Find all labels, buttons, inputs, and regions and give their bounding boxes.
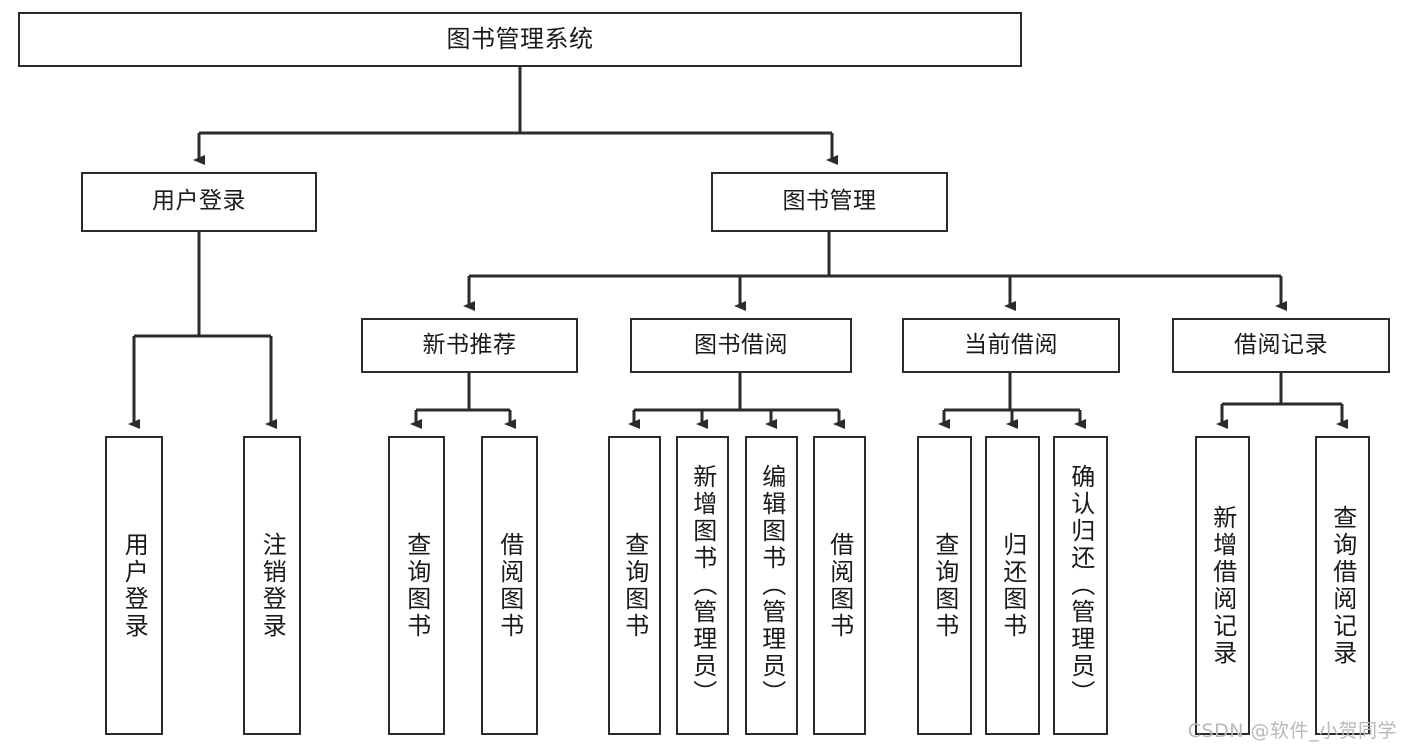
leaf-return-book[interactable]: 归还图书 [985, 436, 1040, 735]
node-book-manage[interactable]: 图书管理 [711, 172, 948, 232]
node-label: 查询图书 [402, 531, 431, 640]
node-user-login[interactable]: 用户登录 [81, 172, 317, 232]
leaf-borrow-book[interactable]: 借阅图书 [813, 436, 866, 735]
leaf-add-book-admin[interactable]: 新增图书（管理员） [676, 436, 729, 735]
node-label: 查询借阅记录 [1328, 504, 1357, 667]
leaf-borrow-book-recommend[interactable]: 借阅图书 [481, 436, 538, 735]
node-book-management-system[interactable]: 图书管理系统 [18, 12, 1022, 67]
node-label: 用户登录 [152, 188, 246, 215]
node-label: 查询图书 [930, 531, 959, 640]
leaf-user-login[interactable]: 用户登录 [105, 436, 163, 735]
leaf-add-borrow-record[interactable]: 新增借阅记录 [1195, 436, 1250, 735]
node-current-borrow[interactable]: 当前借阅 [902, 318, 1120, 373]
leaf-edit-book-admin[interactable]: 编辑图书（管理员） [745, 436, 798, 735]
node-new-book-recommend[interactable]: 新书推荐 [361, 318, 578, 373]
node-label: 查询图书 [620, 531, 649, 640]
node-book-borrow[interactable]: 图书借阅 [630, 318, 852, 373]
leaf-user-logout[interactable]: 注销登录 [243, 436, 301, 735]
csdn-watermark: CSDN @软件_小贺同学 [1187, 720, 1397, 742]
node-label: 图书管理系统 [446, 25, 594, 54]
node-label: 借阅图书 [495, 531, 524, 640]
leaf-query-book-recommend[interactable]: 查询图书 [388, 436, 445, 735]
node-label: 新书推荐 [422, 331, 517, 358]
leaf-query-book-borrow[interactable]: 查询图书 [608, 436, 661, 735]
node-label: 归还图书 [998, 531, 1027, 640]
node-label: 新增借阅记录 [1208, 504, 1237, 667]
node-label: 图书管理 [782, 188, 877, 215]
node-label: 借阅图书 [825, 531, 854, 640]
node-label: 用户登录 [120, 531, 149, 640]
leaf-query-borrow-record[interactable]: 查询借阅记录 [1315, 436, 1370, 735]
node-label: 注销登录 [258, 531, 287, 640]
node-label: 确认归还（管理员） [1066, 464, 1095, 707]
node-label: 当前借阅 [964, 331, 1058, 358]
leaf-query-book-current[interactable]: 查询图书 [917, 436, 972, 735]
node-label: 图书借阅 [694, 331, 788, 358]
node-label: 编辑图书（管理员） [757, 464, 786, 707]
node-borrow-record[interactable]: 借阅记录 [1172, 318, 1390, 373]
leaf-confirm-return-admin[interactable]: 确认归还（管理员） [1053, 436, 1108, 735]
node-label: 新增图书（管理员） [688, 464, 717, 707]
node-label: 借阅记录 [1234, 331, 1328, 358]
